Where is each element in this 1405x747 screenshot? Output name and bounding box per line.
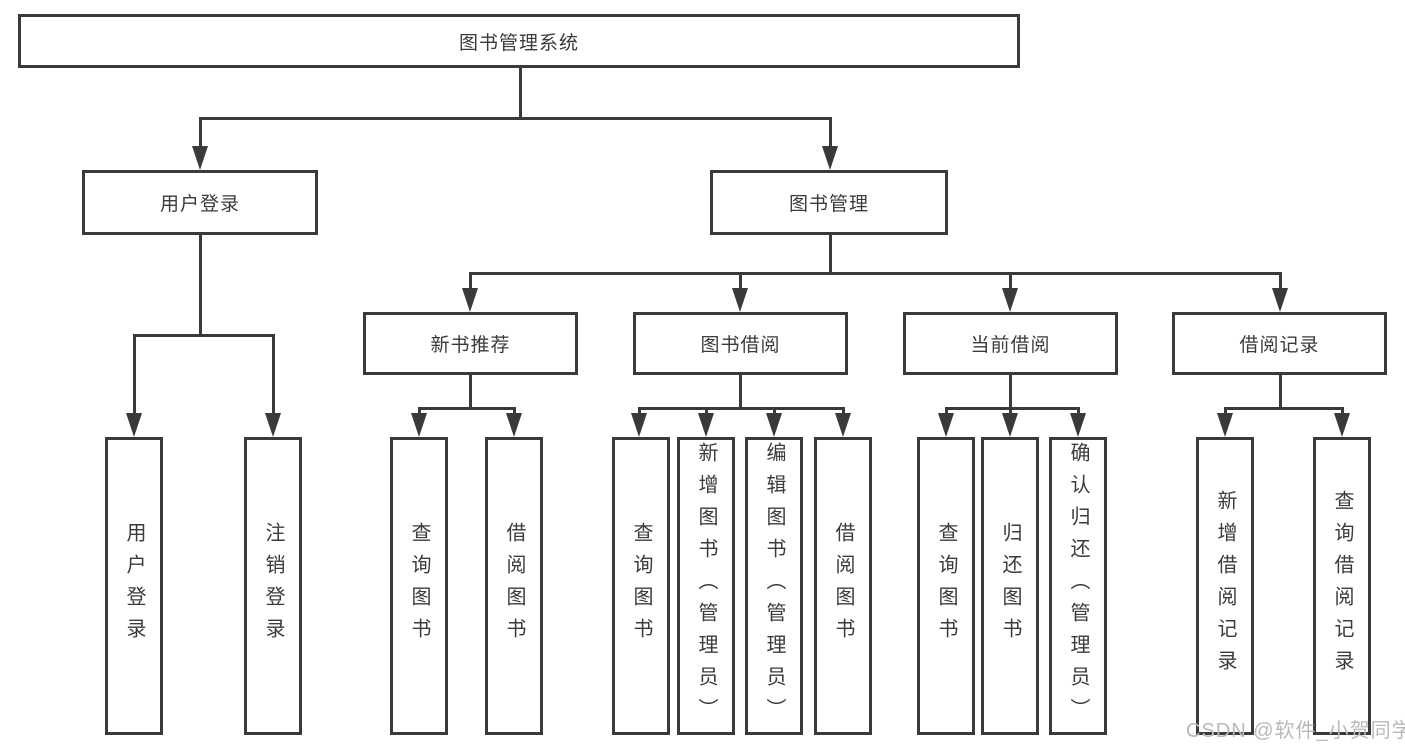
leaf-edit-books-admin: 编辑图书（管理员）	[745, 437, 803, 735]
leaf-confirm-return-admin: 确认归还（管理员）	[1049, 437, 1107, 735]
node-user-login: 用户登录	[82, 170, 318, 235]
connector-line	[468, 375, 472, 408]
watermark: CSDN @软件_小贺同学	[1186, 720, 1405, 742]
node-current-borrow: 当前借阅	[903, 312, 1118, 375]
arrowhead	[1272, 288, 1288, 312]
arrowhead	[822, 146, 838, 170]
node-new-book-recommend-label: 新书推荐	[430, 335, 511, 356]
arrowhead	[126, 413, 142, 437]
leaf-user-login: 用户登录	[105, 437, 163, 735]
arrowhead	[411, 413, 427, 437]
leaf-query-books-recommend: 查询图书	[390, 437, 448, 735]
leaf-label: 编辑图书（管理员）	[763, 442, 785, 730]
arrowhead	[462, 288, 478, 312]
arrowhead	[506, 413, 522, 437]
connector-line	[1278, 375, 1282, 408]
arrowhead	[631, 413, 647, 437]
connector-line	[468, 271, 1282, 275]
arrowhead	[1334, 413, 1350, 437]
node-borrow-record: 借阅记录	[1172, 312, 1387, 375]
arrowhead	[835, 413, 851, 437]
arrowhead	[265, 413, 281, 437]
leaf-borrow-books: 借阅图书	[814, 437, 872, 735]
leaf-label: 查询图书	[935, 522, 957, 650]
leaf-label: 查询图书	[408, 522, 430, 650]
arrowhead	[732, 288, 748, 312]
leaf-label: 借阅图书	[503, 522, 525, 650]
leaf-label: 新增图书（管理员）	[695, 442, 717, 730]
node-borrow-record-label: 借阅记录	[1239, 335, 1320, 356]
arrowhead	[1002, 413, 1018, 437]
connector-line	[944, 406, 1080, 410]
leaf-label: 确认归还（管理员）	[1067, 442, 1089, 730]
connector-line	[271, 335, 275, 423]
leaf-label: 查询借阅记录	[1331, 490, 1353, 682]
arrowhead	[1002, 288, 1018, 312]
leaf-label: 注销登录	[262, 522, 284, 650]
leaf-borrow-books-recommend: 借阅图书	[485, 437, 543, 735]
connector-line	[1008, 273, 1012, 297]
connector-line	[1278, 273, 1282, 297]
connector-line	[828, 235, 832, 273]
node-root-label: 图书管理系统	[458, 32, 579, 54]
arrowhead	[766, 413, 782, 437]
leaf-label: 新增借阅记录	[1214, 490, 1236, 682]
node-new-book-recommend: 新书推荐	[363, 312, 578, 375]
node-root: 图书管理系统	[18, 14, 1020, 68]
leaf-label: 用户登录	[123, 522, 145, 650]
connector-line	[132, 335, 136, 423]
connector-line	[468, 273, 472, 297]
connector-line	[738, 375, 742, 408]
leaf-label: 借阅图书	[832, 522, 854, 650]
node-book-management: 图书管理	[710, 170, 948, 235]
connector-line	[637, 406, 845, 410]
leaf-add-borrow-record: 新增借阅记录	[1196, 437, 1254, 735]
leaf-logout: 注销登录	[244, 437, 302, 735]
connector-line	[132, 333, 275, 337]
arrowhead	[698, 413, 714, 437]
leaf-add-books-admin: 新增图书（管理员）	[677, 437, 735, 735]
node-book-borrow: 图书借阅	[633, 312, 848, 375]
connector-line	[198, 235, 202, 335]
arrowhead	[938, 413, 954, 437]
leaf-query-borrow-record: 查询借阅记录	[1313, 437, 1371, 735]
arrowhead	[192, 146, 208, 170]
connector-line	[417, 406, 516, 410]
node-user-login-label: 用户登录	[159, 194, 240, 215]
leaf-return-books: 归还图书	[981, 437, 1039, 735]
node-book-management-label: 图书管理	[788, 194, 869, 215]
connector-line	[1008, 375, 1012, 408]
leaf-label: 查询图书	[630, 522, 652, 650]
connector-line	[1223, 406, 1344, 410]
connector-line	[198, 116, 832, 120]
connector-line	[738, 273, 742, 297]
connector-line	[198, 118, 202, 154]
connector-line	[828, 118, 832, 154]
connector-line	[518, 68, 522, 118]
node-book-borrow-label: 图书借阅	[700, 335, 781, 356]
leaf-query-books-borrow: 查询图书	[612, 437, 670, 735]
leaf-label: 归还图书	[999, 522, 1021, 650]
arrowhead	[1070, 413, 1086, 437]
arrowhead	[1217, 413, 1233, 437]
node-current-borrow-label: 当前借阅	[970, 335, 1051, 356]
leaf-query-books-current: 查询图书	[917, 437, 975, 735]
